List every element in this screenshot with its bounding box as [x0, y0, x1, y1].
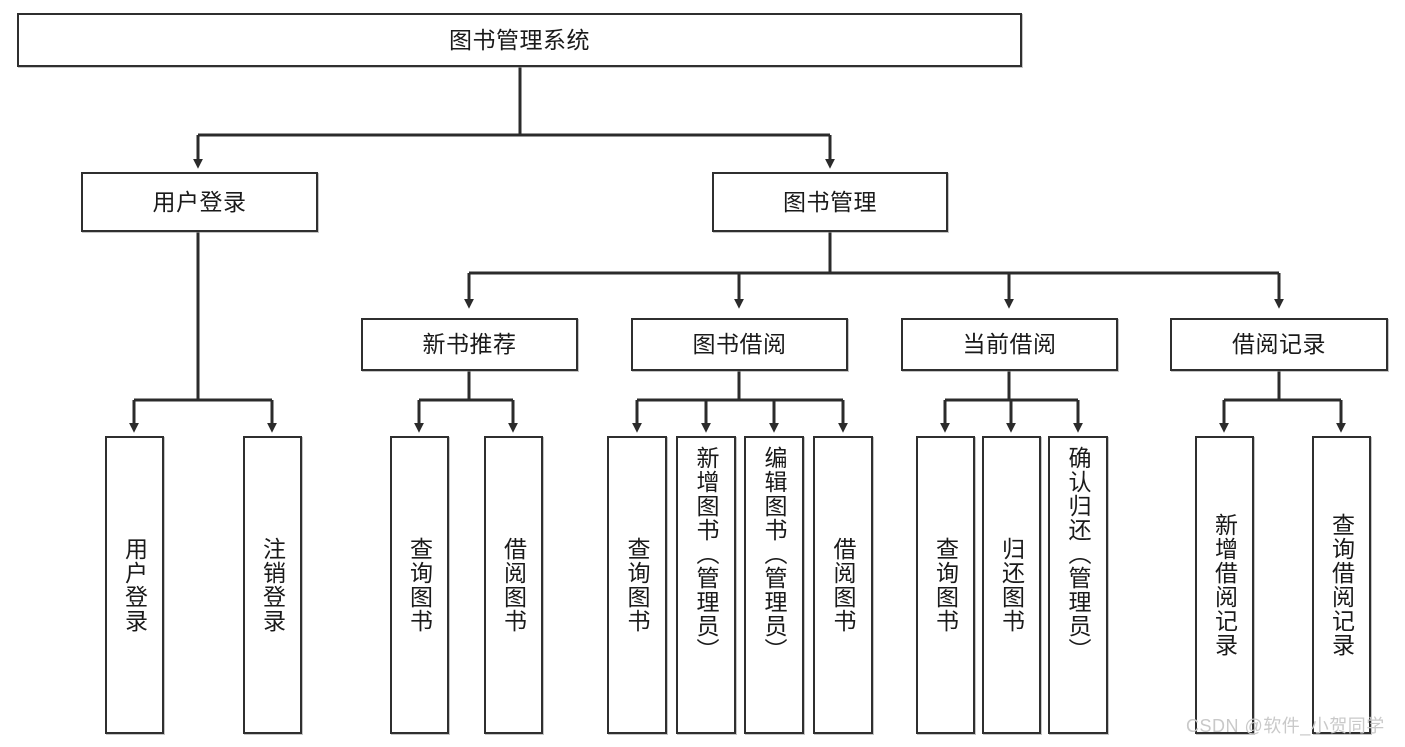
- node-label: 图书管理: [783, 188, 877, 215]
- leaf-add-book-admin[interactable]: 新增图书（管理员）: [676, 436, 736, 734]
- node-label: 归还图书: [998, 537, 1025, 633]
- node-label: 新增图书（管理员）: [693, 446, 720, 662]
- leaf-borrow-book-recommend[interactable]: 借阅图书: [484, 436, 543, 734]
- leaf-query-book-recommend[interactable]: 查询图书: [390, 436, 449, 734]
- node-label: 查询借阅记录: [1328, 513, 1355, 657]
- node-label: 借阅图书: [830, 537, 857, 633]
- node-label: 用户登录: [152, 188, 247, 215]
- leaf-return-book[interactable]: 归还图书: [982, 436, 1041, 734]
- node-label: 用户登录: [121, 537, 148, 633]
- node-label: 注销登录: [259, 537, 286, 633]
- node-user-login[interactable]: 用户登录: [81, 172, 318, 232]
- node-label: 查询图书: [406, 537, 433, 633]
- node-label: 借阅记录: [1232, 331, 1326, 358]
- node-label: 当前借阅: [962, 331, 1057, 358]
- node-label: 借阅图书: [500, 537, 527, 633]
- node-book-borrow[interactable]: 图书借阅: [631, 318, 848, 371]
- leaf-add-borrow-record[interactable]: 新增借阅记录: [1195, 436, 1254, 734]
- node-root-book-management-system[interactable]: 图书管理系统: [17, 13, 1022, 67]
- node-label: 查询图书: [624, 537, 651, 633]
- node-label: 图书借阅: [692, 331, 787, 358]
- node-label: 新书推荐: [422, 331, 517, 358]
- leaf-query-book-current[interactable]: 查询图书: [916, 436, 975, 734]
- node-borrow-record[interactable]: 借阅记录: [1170, 318, 1388, 371]
- node-label: 查询图书: [932, 537, 959, 633]
- node-label: 确认归还（管理员）: [1065, 446, 1092, 662]
- leaf-user-logout[interactable]: 注销登录: [243, 436, 302, 734]
- node-current-borrow[interactable]: 当前借阅: [901, 318, 1118, 371]
- node-label: 编辑图书（管理员）: [761, 446, 788, 662]
- leaf-user-login[interactable]: 用户登录: [105, 436, 164, 734]
- leaf-borrow-book[interactable]: 借阅图书: [813, 436, 873, 734]
- leaf-confirm-return-admin[interactable]: 确认归还（管理员）: [1048, 436, 1108, 734]
- node-label: 新增借阅记录: [1211, 513, 1238, 657]
- leaf-edit-book-admin[interactable]: 编辑图书（管理员）: [744, 436, 804, 734]
- node-new-book-recommend[interactable]: 新书推荐: [361, 318, 578, 371]
- leaf-query-borrow-record[interactable]: 查询借阅记录: [1312, 436, 1371, 734]
- node-book-management[interactable]: 图书管理: [712, 172, 948, 232]
- node-label: 图书管理系统: [449, 26, 590, 53]
- leaf-query-book-borrow[interactable]: 查询图书: [607, 436, 667, 734]
